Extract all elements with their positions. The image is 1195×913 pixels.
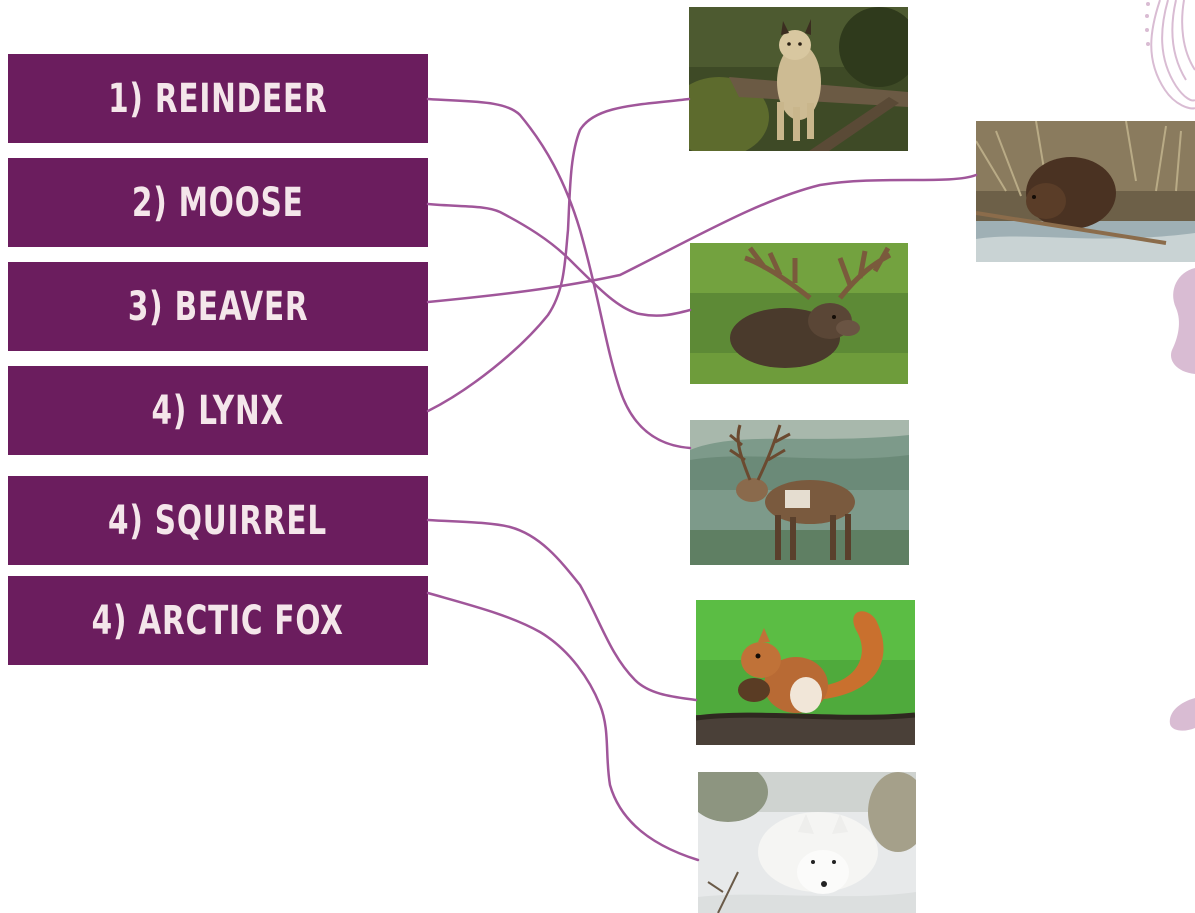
connector-reindeer: [426, 97, 692, 450]
decorative-swirl: [1150, 0, 1195, 110]
label-beaver[interactable]: 3) BEAVER: [8, 262, 428, 351]
connector-squirrel: [426, 518, 698, 702]
reindeer-image: [690, 420, 909, 565]
connector-lynx: [426, 97, 691, 413]
arctic-fox-photo[interactable]: [698, 772, 916, 913]
lynx-photo[interactable]: [689, 7, 908, 151]
beaver-image: [976, 121, 1195, 262]
reindeer-photo[interactable]: [690, 420, 909, 565]
lynx-image: [689, 7, 908, 151]
arctic-fox-image: [698, 772, 916, 913]
beaver-photo[interactable]: [976, 121, 1195, 262]
label-moose[interactable]: 2) MOOSE: [8, 158, 428, 247]
label-squirrel-text: 4) SQUIRREL: [108, 497, 328, 544]
label-arctic-fox[interactable]: 4) ARCTIC FOX: [8, 576, 428, 665]
squirrel-image: [696, 600, 915, 745]
squirrel-photo[interactable]: [696, 600, 915, 745]
label-moose-text: 2) MOOSE: [132, 179, 304, 226]
label-squirrel[interactable]: 4) SQUIRREL: [8, 476, 428, 565]
label-beaver-text: 3) BEAVER: [127, 283, 309, 330]
connector-moose: [426, 202, 692, 317]
connector-arctic-fox: [426, 591, 700, 862]
label-lynx-text: 4) LYNX: [151, 387, 285, 434]
decorative-blob-upper: [1170, 268, 1195, 374]
label-lynx[interactable]: 4) LYNX: [8, 366, 428, 455]
moose-photo[interactable]: [690, 243, 908, 384]
label-arctic-fox-text: 4) ARCTIC FOX: [91, 597, 345, 644]
decorative-dots: [1145, 2, 1150, 46]
moose-image: [690, 243, 908, 384]
label-reindeer[interactable]: 1) REINDEER: [8, 54, 428, 143]
decorative-blob-lower: [1169, 698, 1195, 731]
label-reindeer-text: 1) REINDEER: [108, 75, 328, 122]
